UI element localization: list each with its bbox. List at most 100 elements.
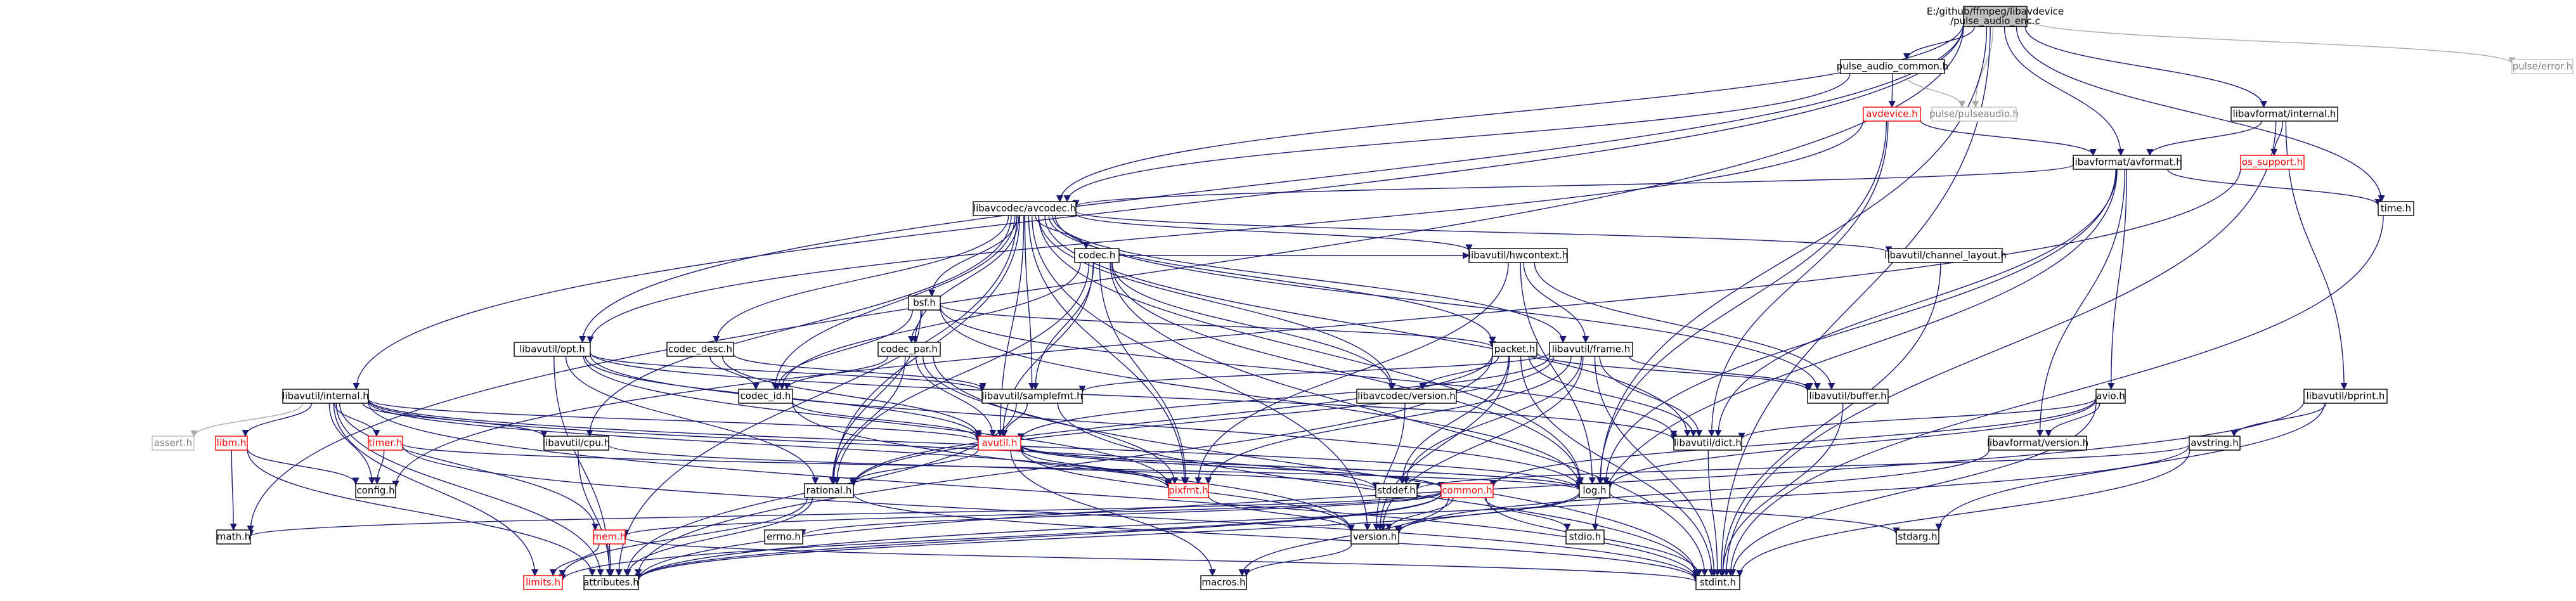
node-bsf-h[interactable]: bsf.h	[908, 295, 941, 311]
edge-libavutil-frame-h-to-pixfmt-h	[1205, 356, 1572, 485]
node-codec-h[interactable]: codec.h	[1074, 248, 1120, 263]
node-errno-h[interactable]: errno.h	[764, 529, 803, 545]
node-os-support-h[interactable]: os_support.h	[2240, 155, 2305, 170]
node-libavutil-internal-h[interactable]: libavutil/internal.h	[282, 389, 369, 404]
nodes-layer: E:/github/ffmpeg/libavdevice/pulse_audio…	[152, 6, 2573, 590]
edge-root-to-libavformat-avformat-h	[2003, 26, 2125, 157]
node-codec-par-h[interactable]: codec_par.h	[877, 342, 941, 357]
node-libavutil-dict-h[interactable]: libavutil/dict.h	[1673, 436, 1742, 451]
node-box	[1200, 575, 1247, 590]
edge-libavutil-frame-h-to-libavutil-dict-h	[1599, 356, 1703, 437]
edge-codec-par-h-to-codec-id-h	[783, 356, 889, 391]
node-label: pixfmt.h	[1168, 485, 1208, 496]
node-libavcodec-version-h[interactable]: libavcodec/version.h	[1356, 389, 1457, 404]
node-box	[1863, 107, 1921, 122]
node-label: libavutil/opt.h	[519, 344, 585, 355]
node-stdarg-h[interactable]: stdarg.h	[1896, 529, 1939, 545]
node-packet-h[interactable]: packet.h	[1492, 342, 1537, 357]
edge-common-h-to-errno-h	[799, 492, 1442, 537]
node-avio-h[interactable]: avio.h	[2095, 389, 2126, 404]
node-attributes-h[interactable]: attributes.h	[583, 575, 639, 590]
node-pulse-audio-common-h[interactable]: pulse_audio_common.h	[1837, 59, 1948, 74]
edge-bsf-h-to-log-h	[940, 307, 1583, 488]
edge-libavutil-hwcontext-h-to-libavutil-buffer-h	[1534, 262, 1835, 391]
node-libavutil-frame-h[interactable]: libavutil/frame.h	[1549, 342, 1633, 357]
node-label: common.h	[1442, 485, 1492, 496]
edge-log-h-to-version-h	[1395, 493, 1580, 533]
edge-avio-h-to-stdint-h	[1729, 403, 2097, 577]
node-box	[666, 342, 734, 357]
node-log-h[interactable]: log.h	[1579, 483, 1610, 498]
edge-libavutil-cpu-h-to-attributes-h	[578, 449, 613, 577]
node-libavutil-buffer-h[interactable]: libavutil/buffer.h	[1807, 389, 1889, 404]
node-pixfmt-h[interactable]: pixfmt.h	[1168, 483, 1209, 498]
node-stddef-h[interactable]: stddef.h	[1375, 483, 1418, 498]
node-mem-h[interactable]: mem.h	[593, 529, 626, 545]
node-box	[1579, 483, 1610, 498]
node-box	[2230, 107, 2338, 122]
node-codec-desc-h[interactable]: codec_desc.h	[666, 342, 734, 357]
node-box	[1673, 436, 1742, 451]
edge-libavcodec-avcodec-h-to-libavcodec-version-h	[1038, 215, 1396, 391]
node-label: libavformat/internal.h	[2233, 108, 2336, 120]
node-config-h[interactable]: config.h	[355, 483, 396, 498]
edge-common-h-to-attributes-h	[635, 493, 1442, 581]
edge-libavutil-internal-h-to-stddef-h	[368, 399, 1380, 490]
node-libm-h[interactable]: libm.h	[215, 436, 248, 451]
node-rational-h[interactable]: rational.h	[804, 483, 854, 498]
node-label: libavformat/avformat.h	[2072, 157, 2182, 168]
node-macros-h[interactable]: macros.h	[1200, 575, 1247, 590]
node-math-h[interactable]: math.h	[216, 529, 251, 545]
edge-libavcodec-avcodec-h-to-attributes-h	[615, 215, 1018, 577]
node-box	[908, 295, 941, 311]
node-box	[1350, 529, 1399, 545]
node-box	[1896, 529, 1939, 545]
node-libavutil-channel-layout-h[interactable]: libavutil/channel_layout.h	[1884, 248, 2007, 263]
node-time-h[interactable]: time.h	[2378, 201, 2414, 216]
node-label: timer.h	[369, 437, 403, 449]
node-libavformat-internal-h[interactable]: libavformat/internal.h	[2230, 107, 2338, 122]
node-libavutil-samplefmt-h[interactable]: libavutil/samplefmt.h	[981, 389, 1083, 404]
node-libavformat-avformat-h[interactable]: libavformat/avformat.h	[2072, 155, 2182, 170]
node-timer-h[interactable]: timer.h	[368, 436, 403, 451]
node-libavutil-bprint-h[interactable]: libavutil/bprint.h	[2303, 389, 2388, 404]
node-box	[216, 529, 251, 545]
edge-avutil-h-to-rational-h	[850, 449, 979, 485]
node-avstring-h[interactable]: avstring.h	[2189, 436, 2241, 451]
node-box	[1888, 248, 2003, 263]
node-avutil-h[interactable]: avutil.h	[978, 436, 1021, 451]
node-box	[1565, 529, 1605, 545]
node-libavutil-hwcontext-h[interactable]: libavutil/hwcontext.h	[1468, 248, 1568, 263]
edge-libm-h-to-config-h	[247, 448, 359, 485]
node-box	[1807, 389, 1889, 404]
edge-bsf-h-to-codec-par-h	[908, 309, 923, 344]
node-root[interactable]: E:/github/ffmpeg/libavdevice/pulse_audio…	[1927, 6, 2064, 27]
edge-codec-h-to-avutil-h	[999, 262, 1094, 437]
node-version-h[interactable]: version.h	[1350, 529, 1399, 545]
node-box	[2189, 436, 2241, 451]
node-libavcodec-avcodec-h[interactable]: libavcodec/avcodec.h	[973, 201, 1077, 216]
node-libavformat-version-h[interactable]: libavformat/version.h	[1987, 436, 2088, 451]
node-stdint-h[interactable]: stdint.h	[1695, 575, 1740, 590]
node-libavutil-cpu-h[interactable]: libavutil/cpu.h	[543, 436, 610, 451]
node-box	[1963, 6, 2028, 27]
node-avdevice-h[interactable]: avdevice.h	[1863, 107, 1921, 122]
edge-codec-desc-h-to-libavutil-samplefmt-h	[733, 354, 987, 391]
node-box	[1549, 342, 1633, 357]
edge-codec-par-h-to-rational-h	[829, 356, 906, 485]
node-codec-id-h[interactable]: codec_id.h	[738, 389, 793, 404]
node-label: stdarg.h	[1898, 531, 1937, 543]
node-stdio-h[interactable]: stdio.h	[1565, 529, 1605, 545]
edge-root-to-time-h	[2016, 26, 2385, 203]
node-label: libavutil/cpu.h	[543, 437, 610, 449]
edge-libavutil-hwcontext-h-to-pixfmt-h	[1194, 262, 1509, 485]
node-common-h[interactable]: common.h	[1440, 483, 1494, 498]
node-box	[2511, 59, 2573, 74]
node-limits-h[interactable]: limits.h	[523, 575, 563, 590]
edge-libavcodec-avcodec-h-to-libavutil-hwcontext-h	[1075, 213, 1473, 252]
node-box	[523, 575, 563, 590]
node-label: version.h	[1353, 531, 1397, 543]
node-label: libavformat/version.h	[1987, 437, 2088, 449]
node-libavutil-opt-h[interactable]: libavutil/opt.h	[514, 342, 591, 357]
